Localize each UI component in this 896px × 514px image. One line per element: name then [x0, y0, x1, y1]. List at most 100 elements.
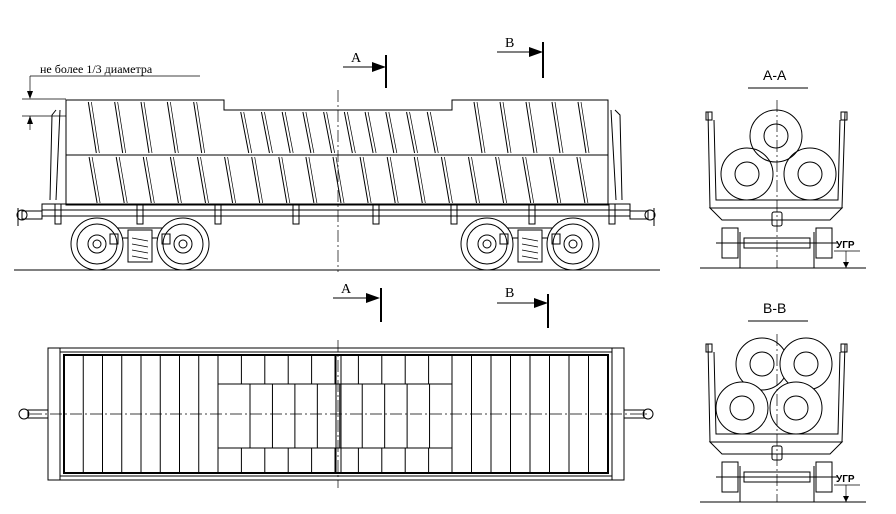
lower-tier-divider-edge: [227, 156, 236, 204]
bolster: [517, 229, 543, 263]
wheel: [70, 217, 124, 271]
lower-tier-divider-edge: [362, 156, 372, 204]
lower-tier-divider: [549, 156, 559, 204]
note-label: не более 1/3 диаметра: [40, 62, 153, 76]
left-bogie: [70, 217, 210, 271]
upper-middle-divider: [406, 111, 416, 154]
section-b-marker-bottom: В: [497, 286, 549, 328]
bogies: [70, 217, 600, 271]
spring-coil: [131, 249, 149, 254]
svg-text:В: В: [505, 286, 514, 301]
lower-tier-divider: [278, 156, 288, 204]
upper-middle-divider: [426, 111, 436, 154]
wheel: [546, 217, 600, 271]
lower-tier-divider: [169, 156, 179, 204]
lower-tier-divider: [88, 156, 98, 204]
lower-tier-divider-edge: [145, 156, 155, 204]
upper-left-divider: [140, 101, 150, 154]
upper-left-divider: [114, 101, 124, 154]
lower-tier-divider-edge: [416, 156, 426, 204]
upper-middle-divider: [364, 111, 374, 154]
upper-middle-divider-edge: [264, 111, 273, 154]
lower-tier-divider: [386, 156, 396, 204]
upper-left-divider-edge: [90, 101, 100, 154]
upper-middle-divider: [240, 111, 250, 154]
wheel-axle: [92, 239, 102, 249]
frame-post: [136, 203, 144, 225]
lower-tier-divider-edge: [471, 156, 480, 204]
lower-tier-divider: [197, 156, 206, 204]
wheel-axle: [568, 239, 578, 249]
top-view: [18, 340, 654, 488]
coil-left: [720, 147, 774, 201]
lower-tier-divider: [468, 156, 477, 204]
section-bb: В-В УГР: [700, 300, 866, 503]
axle-box: [499, 233, 509, 245]
wheel-hub: [87, 234, 107, 254]
coil-bb-right: [769, 381, 823, 435]
upper-middle-divider-edge: [409, 111, 418, 154]
lower-tier-divider-edge: [389, 156, 399, 204]
axle-box: [109, 233, 119, 245]
lower-tier-divider-edge: [118, 156, 128, 204]
cargo-stripes: [87, 101, 590, 204]
upper-middle-divider-edge: [305, 111, 315, 154]
lower-tier-divider-edge: [308, 156, 318, 204]
coil-bb-left: [715, 381, 769, 435]
upper-left-divider-edge: [196, 101, 206, 154]
upper-middle-divider-edge: [326, 111, 335, 154]
side-view: не более 1/3 диаметра: [14, 62, 660, 272]
upper-middle-divider: [281, 111, 291, 154]
axle-box: [161, 233, 171, 245]
upper-middle-divider: [323, 111, 333, 154]
lower-tier-divider-edge: [173, 156, 182, 204]
lower-tier-divider-edge: [579, 156, 589, 204]
wheel: [460, 217, 514, 271]
upper-middle-divider-edge: [367, 111, 377, 154]
upper-left-divider: [193, 101, 203, 154]
lower-tier-divider: [576, 156, 586, 204]
left-coupler: [16, 208, 43, 226]
section-bb-title: В-В: [763, 300, 786, 316]
lower-tier-divider-edge: [281, 156, 291, 204]
spring-coil: [131, 255, 149, 260]
svg-text:А: А: [341, 282, 352, 297]
lower-tier-divider-edge: [335, 156, 345, 204]
lower-tier-divider-edge: [444, 156, 453, 204]
upper-middle-divider: [260, 111, 270, 154]
coil-right: [783, 147, 837, 201]
lower-tier-divider-edge: [552, 156, 562, 204]
frame-post: [292, 203, 300, 225]
left-end-wall: [49, 109, 57, 201]
lower-tier-divider-edge: [91, 156, 101, 204]
lower-tier-divider: [413, 156, 423, 204]
lower-tier-divider: [440, 156, 450, 204]
upper-middle-divider-edge: [429, 111, 439, 154]
wheel: [156, 217, 210, 271]
upper-left-divider-edge: [143, 101, 153, 154]
wheel-axle: [178, 239, 188, 249]
spring-coil: [521, 243, 539, 248]
right-coupler: [629, 208, 656, 226]
lower-tier-divider: [305, 156, 315, 204]
section-a-marker-top: А: [343, 51, 387, 88]
lower-tier-divider: [142, 156, 152, 204]
upper-middle-divider-edge: [284, 111, 294, 154]
top-left-coupler: [18, 408, 49, 420]
wheel-axle: [482, 239, 492, 249]
lower-tier-divider-edge: [200, 156, 209, 204]
lower-tier-divider: [115, 156, 125, 204]
lower-tier-divider-edge: [254, 156, 264, 204]
spring-coil: [131, 243, 149, 248]
upper-left-divider: [87, 101, 97, 154]
lower-tier-divider: [495, 156, 505, 204]
lower-tier-divider: [224, 156, 234, 204]
right-bogie: [460, 217, 600, 271]
upper-right-divider: [525, 101, 535, 154]
lower-tier-divider: [332, 156, 342, 204]
wheel-hub: [563, 234, 583, 254]
upper-middle-divider: [385, 111, 395, 154]
top-right-coupler: [623, 408, 654, 420]
section-b-marker-top: В: [497, 36, 544, 78]
lower-tier-divider-edge: [498, 156, 507, 204]
